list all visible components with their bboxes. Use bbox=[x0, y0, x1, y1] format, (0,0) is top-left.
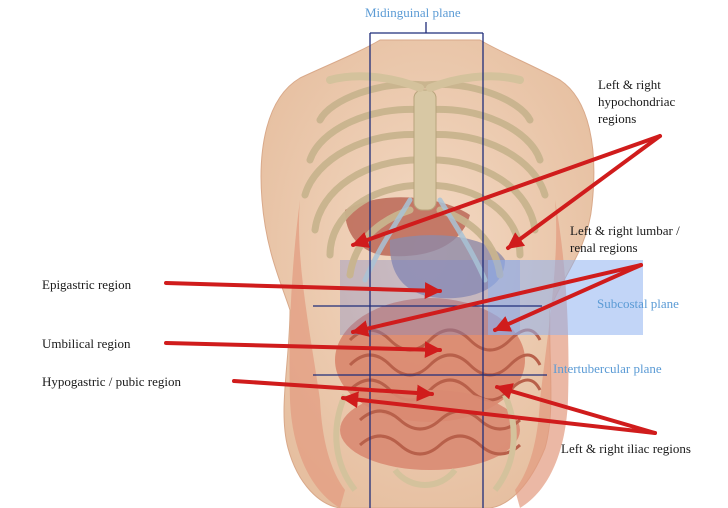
intestines bbox=[335, 298, 542, 470]
lumbar-label: Left & right lumbar / renal regions bbox=[570, 223, 680, 255]
arrow-hypogastric bbox=[232, 379, 434, 402]
epigastric-label: Epigastric region bbox=[42, 277, 132, 292]
arrow-hypochondriac-left bbox=[506, 134, 662, 250]
arrow-epigastric bbox=[164, 281, 442, 299]
arrows bbox=[164, 134, 662, 435]
pelvis bbox=[333, 393, 358, 492]
arrow-hypochondriac-right bbox=[351, 134, 662, 248]
hypochondriac-label: Left & right hypochondriac regions bbox=[598, 77, 676, 126]
arrow-iliac-left bbox=[495, 383, 657, 435]
umbilical-label: Umbilical region bbox=[42, 336, 131, 351]
sternum bbox=[413, 89, 437, 211]
arrow-lumbar-right bbox=[351, 263, 643, 337]
midinguinal-plane-label: Midinguinal plane bbox=[365, 5, 461, 20]
intertubercular-plane-label: Intertubercular plane bbox=[553, 361, 662, 376]
stomach bbox=[389, 235, 505, 299]
subcostal-plane-label: Subcostal plane bbox=[597, 296, 679, 311]
iliac-label: Left & right iliac regions bbox=[561, 441, 691, 456]
region-grid bbox=[313, 22, 547, 508]
arrow-iliac-right bbox=[341, 391, 657, 435]
clavicle bbox=[326, 72, 424, 92]
arrow-umbilical bbox=[164, 341, 442, 359]
arrow-lumbar-left bbox=[493, 263, 643, 332]
hypogastric-label: Hypogastric / pubic region bbox=[42, 374, 181, 389]
